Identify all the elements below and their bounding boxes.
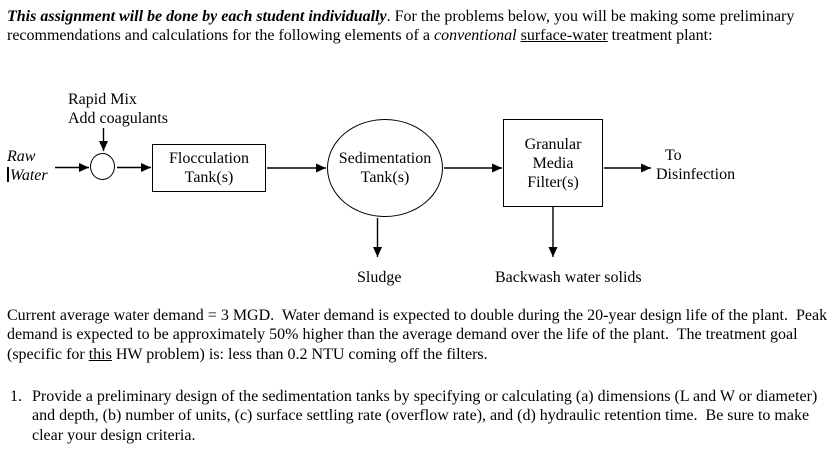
intro-paragraph: This assignment will be done by each stu… <box>7 8 799 45</box>
raw-water-line2-wrap: Water <box>7 166 48 185</box>
raw-water-line1: Raw <box>7 148 36 165</box>
demand-paragraph: Current average water demand = 3 MGD. Wa… <box>7 307 832 363</box>
backwash-water-solids-label: Backwash water solids <box>495 269 642 286</box>
raw-water-line2: Water <box>10 167 48 184</box>
text-cursor <box>7 167 9 182</box>
to-disinfection-label: To Disinfection <box>656 146 735 184</box>
problem-1-text: Provide a preliminary design of the sedi… <box>32 388 822 444</box>
to-disinfection-line2: Disinfection <box>656 166 736 183</box>
rapid-mix-circle <box>90 153 115 180</box>
raw-water-label: Raw Water <box>7 147 48 185</box>
problem-1-number: 1. <box>10 388 22 405</box>
to-disinfection-line1: To <box>665 147 682 164</box>
sludge-label: Sludge <box>357 269 402 286</box>
